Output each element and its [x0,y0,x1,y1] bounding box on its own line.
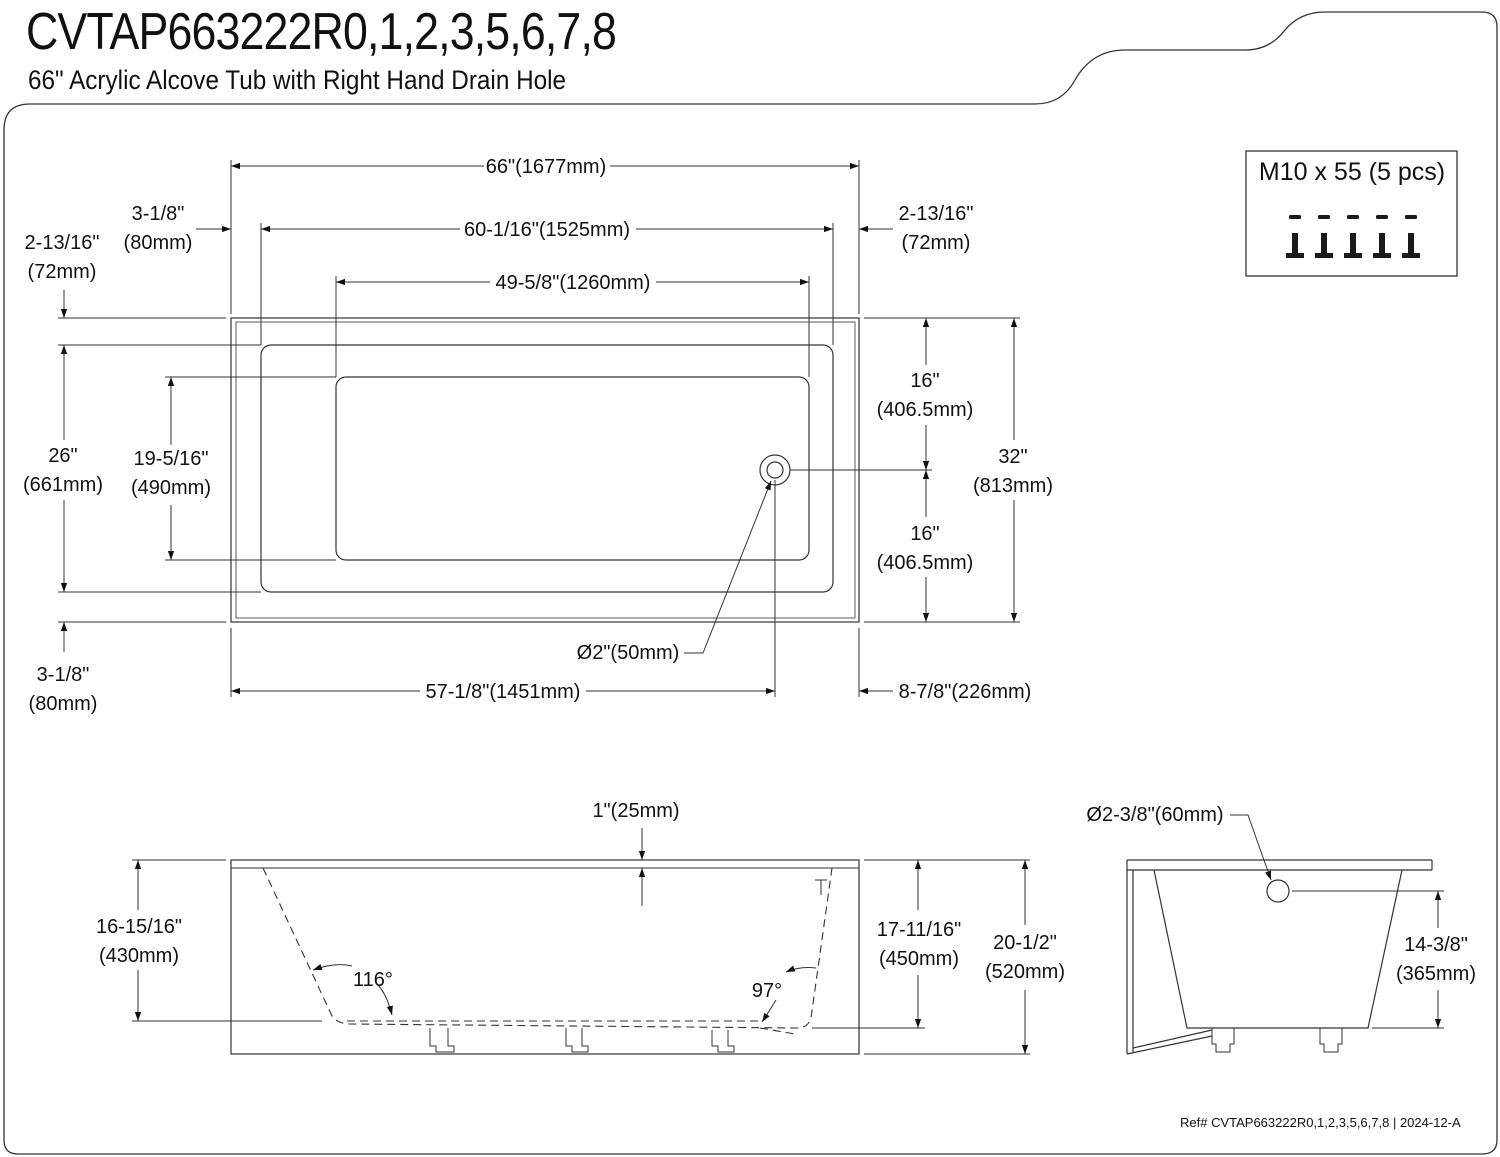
dim-left-back-in: 2-13/16" [25,232,100,254]
overflow-hole [1266,879,1290,903]
dim-inner-width-in: 26" [48,445,77,467]
tub-rim-inner-edge [235,321,856,619]
side-dimension-text: 1"(25mm) 16-15/16" (430mm) 116° 97° 17-1… [96,800,1065,1002]
end-dimension-text: Ø2-3/8"(60mm) 14-3/8" (365mm) [1086,804,1476,985]
tub-outline [230,317,860,623]
dim-overall-length: 66"(1677mm) [486,156,606,178]
dim-bottom-rim-mm: (80mm) [29,693,98,715]
end-feet [1211,1028,1343,1053]
dim-rim-thickness: 1"(25mm) [592,800,679,822]
dim-drain-from-left: 57-1/8"(1451mm) [426,681,581,703]
dim-floor-width-in: 19-5/16" [134,448,209,470]
dim-height-in: 20-1/2" [993,932,1057,954]
bolt-icon [1373,215,1391,258]
bolt-icon [1286,215,1304,258]
bolt-icon-group [1286,215,1420,258]
bolt-icon [1315,215,1333,258]
dim-overflow-height-in: 14-3/8" [1404,934,1468,956]
dim-right-rim-mm: (72mm) [902,232,971,254]
dim-depth-mm: (450mm) [879,948,959,970]
hardware-box: M10 x 55 (5 pcs) [1245,150,1458,277]
dim-overall-width-in: 32" [998,446,1027,468]
dim-drain-lower-in: 16" [910,523,939,545]
side-outline [230,859,860,1055]
side-view [230,859,860,1055]
product-description: 66" Acrylic Alcove Tub with Right Hand D… [28,65,567,95]
dim-drain-diameter: Ø2"(50mm) [577,642,680,664]
dim-inner-depth-in: 16-15/16" [96,916,182,938]
dim-drain-lower-mm: (406.5mm) [877,552,974,574]
top-dimension-text: 66"(1677mm) 60-1/16"(1525mm) 49-5/8"(126… [23,156,1053,715]
dim-inner-width-mm: (661mm) [23,474,103,496]
dim-left-back-mm: (72mm) [28,261,97,283]
dim-depth-in: 17-11/16" [877,919,962,941]
dim-height-mm: (520mm) [985,961,1065,983]
dim-drain-upper-in: 16" [910,370,939,392]
dim-floor-width-mm: (490mm) [131,477,211,499]
dim-left-rim-in: 3-1/8" [132,203,185,225]
end-view [1126,859,1433,1055]
bolt-icon [1344,215,1362,258]
top-view [230,317,860,623]
dim-bottom-rim-in: 3-1/8" [37,664,90,686]
drain-hole-inner [766,461,784,479]
side-dimension-lines [132,828,1030,1055]
dim-overflow-diameter: Ø2-3/8"(60mm) [1086,804,1223,826]
dim-drain-from-right: 8-7/8"(226mm) [899,681,1032,703]
dim-overall-width-mm: (813mm) [973,475,1053,497]
hardware-label: M10 x 55 (5 pcs) [1259,158,1445,186]
dim-overflow-height-mm: (365mm) [1396,963,1476,985]
side-feet [429,879,827,1053]
reference-number: Ref# CVTAP663222R0,1,2,3,5,6,7,8 | 2024-… [1180,1115,1461,1130]
dim-right-rim-in: 2-13/16" [899,203,974,225]
dim-floor-length: 49-5/8"(1260mm) [496,272,651,294]
top-dimension-lines [58,160,1020,697]
dim-inner-length: 60-1/16"(1525mm) [464,219,630,241]
tub-basin [260,344,834,593]
end-dimension-lines [1230,814,1444,1029]
dim-left-rim-mm: (80mm) [124,232,193,254]
bolt-icon [1402,215,1420,258]
dim-inner-depth-mm: (430mm) [99,945,179,967]
dim-drain-upper-mm: (406.5mm) [877,399,974,421]
dim-angle-left: 116° [353,969,393,991]
sheet-border [3,11,1498,1155]
side-hidden-basin [262,867,833,1035]
model-title: CVTAP663222R0,1,2,3,5,6,7,8 [26,3,617,61]
dim-angle-right: 97° [752,980,782,1002]
tub-floor [335,376,810,561]
